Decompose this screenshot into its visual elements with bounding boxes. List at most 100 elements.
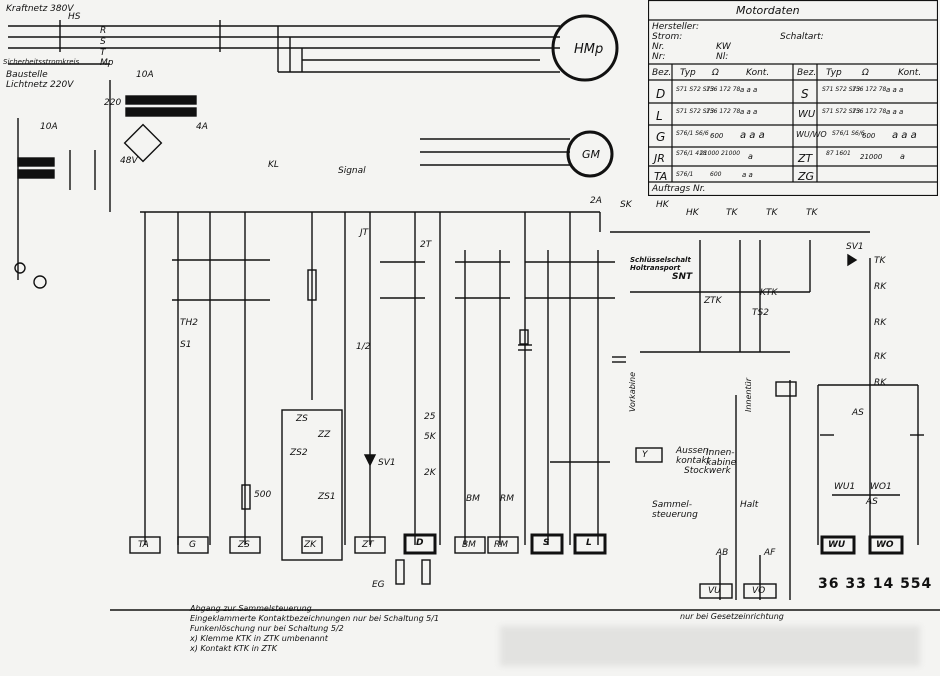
redacted-area	[500, 626, 920, 666]
comp-220: 220	[104, 98, 122, 108]
light-label-2: Lichtnetz 220V	[6, 80, 74, 90]
row-r-1-typ: S71 S72 S73	[822, 86, 861, 93]
comp-jt: JT	[360, 228, 369, 238]
coil-zk: ZK	[304, 540, 317, 550]
kabine-label: kabine	[706, 458, 737, 468]
comp-10a: 10A	[40, 122, 58, 132]
row-r-3-kont: a a a	[892, 130, 917, 141]
contact-hk-2: HK	[686, 208, 699, 218]
row-l-3-bez: G	[656, 130, 666, 144]
comp-zs2: ZS2	[290, 448, 308, 458]
row-l-4-bez: JR	[654, 152, 665, 165]
row-l-4-typ: S76/1 418	[676, 150, 707, 157]
comp-y: Y	[642, 450, 648, 460]
rk-tk: TK	[874, 256, 886, 266]
key-switch-label: Schlüsselschalt	[630, 256, 691, 264]
coil-vo: VO	[752, 586, 766, 596]
row-l-2-ohm: 156 172 78	[706, 108, 741, 115]
comp-as: AS	[852, 408, 864, 418]
fuse-2a: 2A	[590, 196, 602, 206]
phase-s: S	[100, 37, 106, 47]
af-label: AF	[764, 548, 776, 558]
row-r-4-bez: ZT	[798, 152, 813, 165]
row-l-1-kont: a a a	[740, 86, 758, 94]
comp-2t: 2T	[420, 240, 432, 250]
ztk-label: ZTK	[704, 296, 722, 306]
table-head-6: Nr:	[652, 52, 666, 62]
coil-zs: ZS	[238, 540, 250, 550]
table-head-4: Nr.	[652, 42, 665, 52]
contact-tk-2: TK	[766, 208, 778, 218]
contact-sk: SK	[620, 200, 632, 210]
comp-wo1: WO1	[870, 482, 892, 492]
comp-500: 500	[254, 490, 272, 500]
row-r-3-typ: S76/1 S6/6	[832, 130, 865, 137]
main-motor-label: GM	[582, 148, 601, 161]
comp-zs: ZS	[296, 414, 308, 424]
comp-eg: EG	[372, 580, 385, 590]
aussen-label: Aussen-	[676, 446, 712, 456]
row-r-2-kont: a a a	[886, 108, 904, 116]
row-r-3-ohm: 600	[862, 132, 876, 140]
table-head-7: Nl:	[716, 52, 729, 62]
hoist-motor-label: HMp	[574, 42, 604, 57]
note-1: Abgang zur Sammelsteuerung	[190, 604, 312, 613]
contact-tk-1: TK	[726, 208, 738, 218]
row-l-2-typ: S71 S72 S73	[676, 108, 715, 115]
innentuer-label: Innentür	[744, 378, 753, 412]
row-l-2-kont: a a a	[740, 108, 758, 116]
row-l-3-ohm: 600	[710, 132, 724, 140]
col-bez-r: Bez.	[797, 68, 817, 78]
table-head-5: KW	[716, 42, 731, 52]
table-head-1: Hersteller:	[652, 22, 700, 32]
comp-12: 1/2	[356, 342, 371, 352]
row-l-3-kont: a a a	[740, 130, 765, 141]
col-ohm-r: Ω	[862, 68, 869, 78]
row-r-2-ohm: 156 172 78	[852, 108, 887, 115]
row-l-3-typ: S76/1 S6/6	[676, 130, 709, 137]
coil-wo: WO	[876, 540, 894, 550]
comp-bm: BM	[466, 494, 480, 504]
coil-g: G	[189, 540, 196, 550]
motor-data-table	[648, 0, 938, 196]
coil-ta: TA	[138, 540, 149, 550]
comp-zz: ZZ	[318, 430, 331, 440]
row-l-2-bez: L	[656, 109, 663, 123]
row-l-5-ohm: 600	[710, 171, 722, 178]
notes-block: Abgang zur Sammelsteuerung Eingeklammert…	[190, 604, 439, 654]
as-label: AS	[866, 497, 878, 507]
row-r-2-typ: S71 S72 S73	[822, 108, 861, 115]
contact-tk-3: TK	[806, 208, 818, 218]
note-5: x) Kontakt KTK in ZTK	[190, 644, 278, 653]
phase-mp: Mp	[100, 58, 114, 68]
comp-s1: S1	[180, 340, 192, 350]
signal-label: Signal	[338, 166, 366, 176]
ts2-label: TS2	[752, 308, 769, 318]
row-r-4-kont: a	[900, 152, 905, 161]
light-label-1: Baustelle	[6, 70, 48, 80]
col-typ-l: Typ	[680, 68, 696, 78]
row-r-4-typ: 87 1601	[826, 150, 851, 157]
supply-label-2: Sicherheitsstromkreis	[3, 58, 80, 66]
comp-4a: 4A	[196, 122, 208, 132]
row-r-3-bez: WU/WO	[796, 130, 827, 139]
comp-wu1: WU1	[834, 482, 856, 492]
comp-zs1: ZS1	[318, 492, 336, 502]
coil-d: D	[416, 538, 424, 548]
table-head-2: Strom:	[652, 32, 683, 42]
comp-5k: 5K	[424, 432, 436, 442]
row-l-1-typ: S71 S72 S73	[676, 86, 715, 93]
vorkabine-label: Vorkabine	[628, 371, 637, 412]
halt-label: Halt	[740, 500, 759, 510]
row-r-1-ohm: 156 172 78	[852, 86, 887, 93]
coil-vu: VU	[708, 586, 721, 596]
contact-hk-1: HK	[656, 200, 669, 210]
comp-sv1: SV1	[378, 458, 396, 468]
col-kont-r: Kont.	[898, 68, 922, 78]
row-r-2-bez: WU	[798, 109, 816, 120]
row-l-4-kont: a	[748, 152, 753, 161]
note-4: x) Klemme KTK in ZTK umbenannt	[190, 634, 328, 643]
comp-th2: TH2	[180, 318, 198, 328]
